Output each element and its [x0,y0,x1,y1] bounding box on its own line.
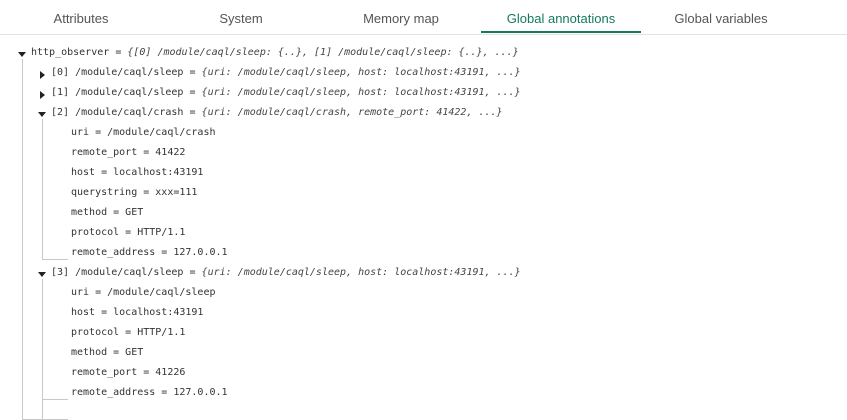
collapse-caret-icon[interactable] [40,71,45,79]
tree-field: method = GET [71,347,144,358]
tree-root-summary: {[0] /module/caql/sleep: {..}, [1] /modu… [127,47,519,58]
tree-item-summary: {uri: /module/caql/sleep, host: localhos… [201,87,521,98]
tab-attributes[interactable]: Attributes [53,11,109,26]
tree-root-name: http_observer [31,47,110,58]
expand-caret-icon[interactable] [18,52,26,57]
tree-field: method = GET [71,207,144,218]
tree-field: uri = /module/caql/crash [71,127,216,138]
tab-bar: Attributes System Memory map Global anno… [0,0,847,35]
tree-field: host = localhost:43191 [71,307,204,318]
tree-item-summary: {uri: /module/caql/sleep, host: localhos… [201,67,521,78]
tree-connector-item-2-end [42,259,68,260]
tree-root-row[interactable]: http_observer = {[0] /module/caql/sleep:… [31,43,519,63]
tree-equals: = [189,87,196,98]
tree-field: remote_address = 127.0.0.1 [71,387,228,398]
tree-item-label: [0] /module/caql/sleep [51,67,184,78]
tree-field: protocol = HTTP/1.1 [71,327,186,338]
tab-memory-map[interactable]: Memory map [363,11,439,26]
tree-item-summary: {uri: /module/caql/sleep, host: localhos… [201,267,521,278]
tab-system[interactable]: System [219,11,263,26]
tree-field: uri = /module/caql/sleep [71,287,216,298]
tree-equals: = [189,267,196,278]
tree-item-0[interactable]: [0] /module/caql/sleep = {uri: /module/c… [51,63,521,83]
tree-item-label: [1] /module/caql/sleep [51,87,184,98]
tree-connector-item-3 [42,279,43,419]
tree-equals: = [189,67,196,78]
tree-connector-item-2 [42,119,43,259]
tree-field: querystring = xxx=111 [71,187,198,198]
collapse-caret-icon[interactable] [40,91,45,99]
tree-equals: = [189,107,196,118]
tree-item-label: [2] /module/caql/crash [51,107,184,118]
tree-item-label: [3] /module/caql/sleep [51,267,184,278]
tree-field: remote_port = 41422 [71,147,186,158]
tree-item-summary: {uri: /module/caql/crash, remote_port: 4… [201,107,503,118]
tree-item-3[interactable]: [3] /module/caql/sleep = {uri: /module/c… [51,263,521,283]
tab-global-annotations[interactable]: Global annotations [481,0,641,33]
expand-caret-icon[interactable] [38,112,46,117]
tree-field: remote_address = 127.0.0.1 [71,247,228,258]
tree-field: host = localhost:43191 [71,167,204,178]
expand-caret-icon[interactable] [38,272,46,277]
tree-field: remote_port = 41226 [71,367,186,378]
tree-equals: = [115,47,122,58]
tree-connector-item-3-end [42,399,68,400]
tree-field: protocol = HTTP/1.1 [71,227,186,238]
tree-item-2[interactable]: [2] /module/caql/crash = {uri: /module/c… [51,103,503,123]
tree-item-1[interactable]: [1] /module/caql/sleep = {uri: /module/c… [51,83,521,103]
tab-global-variables[interactable]: Global variables [674,11,768,26]
tree-connector-root [22,59,23,419]
